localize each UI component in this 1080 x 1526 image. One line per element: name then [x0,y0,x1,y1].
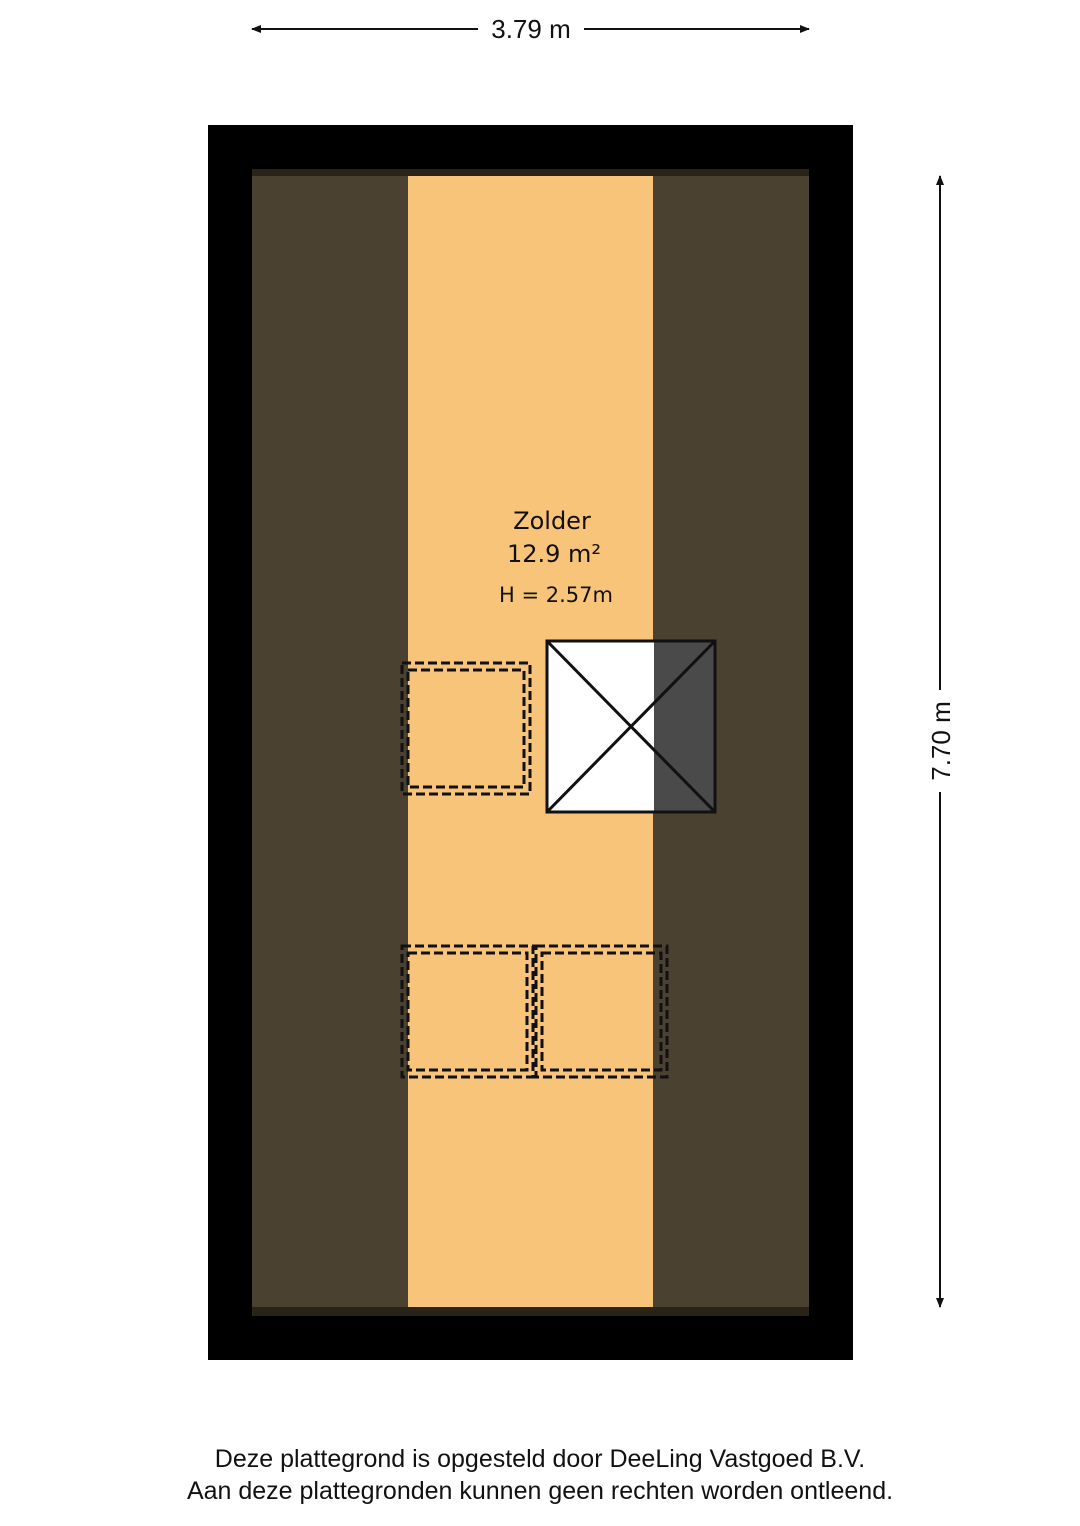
skylight-lower-right-outer [534,944,669,1079]
skylight-upper-inner [406,668,526,789]
skylight-lower-left-outer [400,944,535,1079]
bottom-edge-strip [252,1307,809,1316]
skylight-lower-left-inner [406,951,529,1072]
skylight-lower-right [534,944,669,1079]
height-dimension-label: 7.70 m [926,701,956,781]
skylight-lower-right-inner [540,951,663,1072]
room-height: H = 2.57m [499,583,613,607]
stair-opening-light [547,641,654,812]
top-edge-strip [252,169,809,176]
skylight-upper [400,661,532,796]
room-name: Zolder [513,507,591,535]
width-dimension-label: 3.79 m [491,14,571,44]
room-area: 12.9 m² [507,540,601,568]
stair-opening-frame [545,639,717,814]
height-dimension: 7.70 m [926,175,956,1308]
sloped-roof-left [252,169,408,1316]
skylight-lower-left [400,944,535,1079]
stair-opening-cross-2 [545,639,717,814]
footer-disclaimer-line-2: Aan deze plattegronden kunnen geen recht… [186,1477,894,1505]
footer-disclaimer-line-1: Deze plattegrond is opgesteld door DeeLi… [214,1445,866,1473]
stair-opening [545,639,717,814]
stair-opening-dark [654,641,715,812]
width-dimension: 3.79 m [251,14,810,44]
